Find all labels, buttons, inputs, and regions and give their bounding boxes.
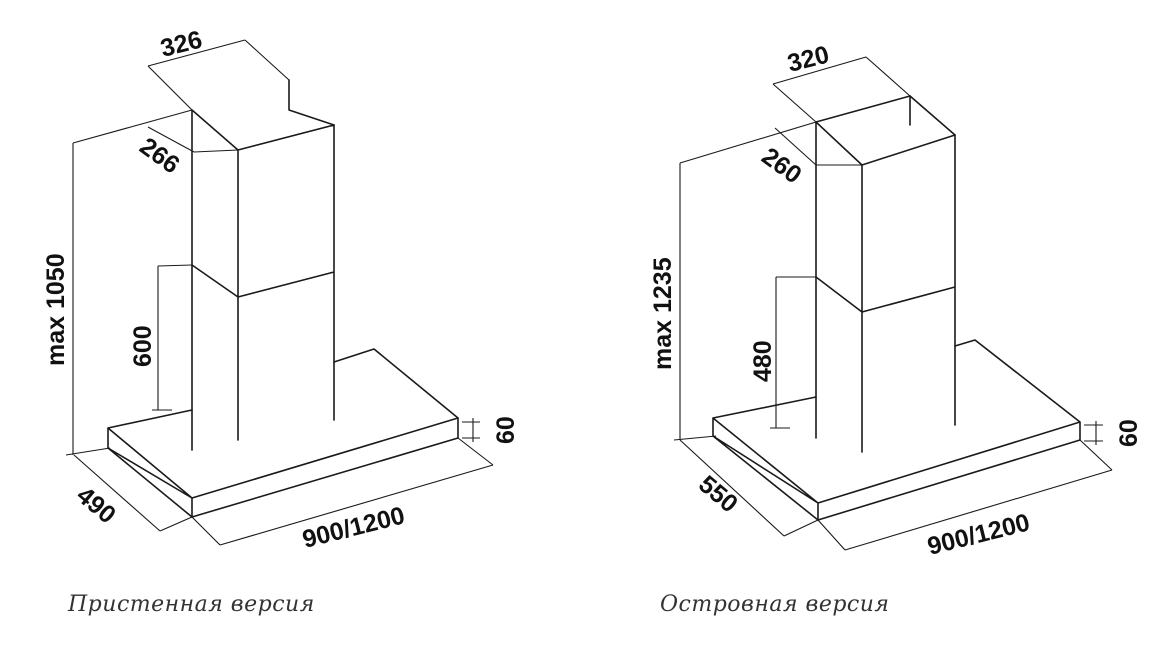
wall-hood-drawing: 326 266 max 1050 600 60 490 900/1200 bbox=[42, 26, 520, 554]
wall-dim-chimney-width: 326 bbox=[158, 26, 205, 63]
wall-dim-canopy-height: 60 bbox=[492, 416, 520, 444]
island-version-caption: Островная версия bbox=[660, 592, 890, 617]
wall-chimney-front bbox=[191, 124, 335, 441]
wall-dimension-lines bbox=[65, 39, 494, 546]
island-chimney-back bbox=[815, 95, 956, 439]
wall-dim-lower-chimney: 600 bbox=[129, 325, 157, 367]
island-dim-lower-chimney: 480 bbox=[749, 340, 777, 382]
island-dim-chimney-width: 320 bbox=[785, 41, 832, 78]
wall-chimney-back bbox=[191, 79, 335, 451]
wall-version-caption: Пристенная версия bbox=[68, 592, 315, 617]
island-dim-total-height: max 1235 bbox=[649, 257, 677, 370]
wall-dim-chimney-depth: 266 bbox=[134, 132, 184, 179]
island-dim-canopy-depth: 550 bbox=[693, 470, 743, 518]
wall-canopy bbox=[107, 348, 459, 518]
island-dimension-lines bbox=[673, 56, 1113, 551]
island-hood-drawing: 320 260 max 1235 480 60 550 900/1200 bbox=[649, 41, 1143, 561]
island-dim-canopy-height: 60 bbox=[1115, 419, 1143, 447]
wall-dim-total-height: max 1050 bbox=[42, 253, 70, 366]
island-chimney-front bbox=[815, 134, 956, 453]
island-canopy bbox=[712, 339, 1081, 521]
wall-dim-canopy-width: 900/1200 bbox=[300, 501, 408, 553]
wall-dim-canopy-depth: 490 bbox=[71, 481, 121, 529]
island-dim-canopy-width: 900/1200 bbox=[925, 508, 1033, 560]
